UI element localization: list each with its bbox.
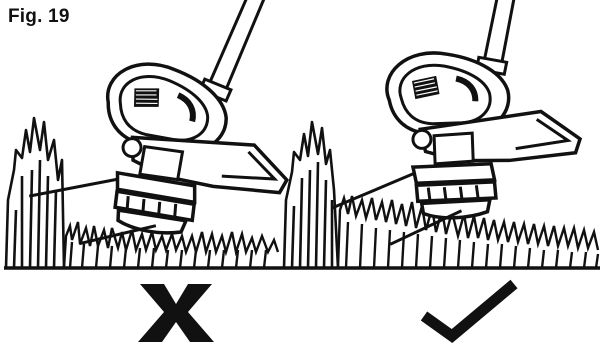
medium-grass-right (336, 193, 600, 269)
string-trimmer-level (330, 0, 587, 251)
checkmark-icon (420, 279, 518, 343)
correct-panel (282, 0, 600, 270)
tall-grass-left (4, 116, 66, 270)
short-grass-left (62, 221, 280, 269)
incorrect-panel (4, 0, 334, 289)
figure-label: Fig. 19 (8, 6, 70, 27)
x-mark-icon (138, 284, 214, 342)
tall-grass-right (282, 120, 340, 270)
